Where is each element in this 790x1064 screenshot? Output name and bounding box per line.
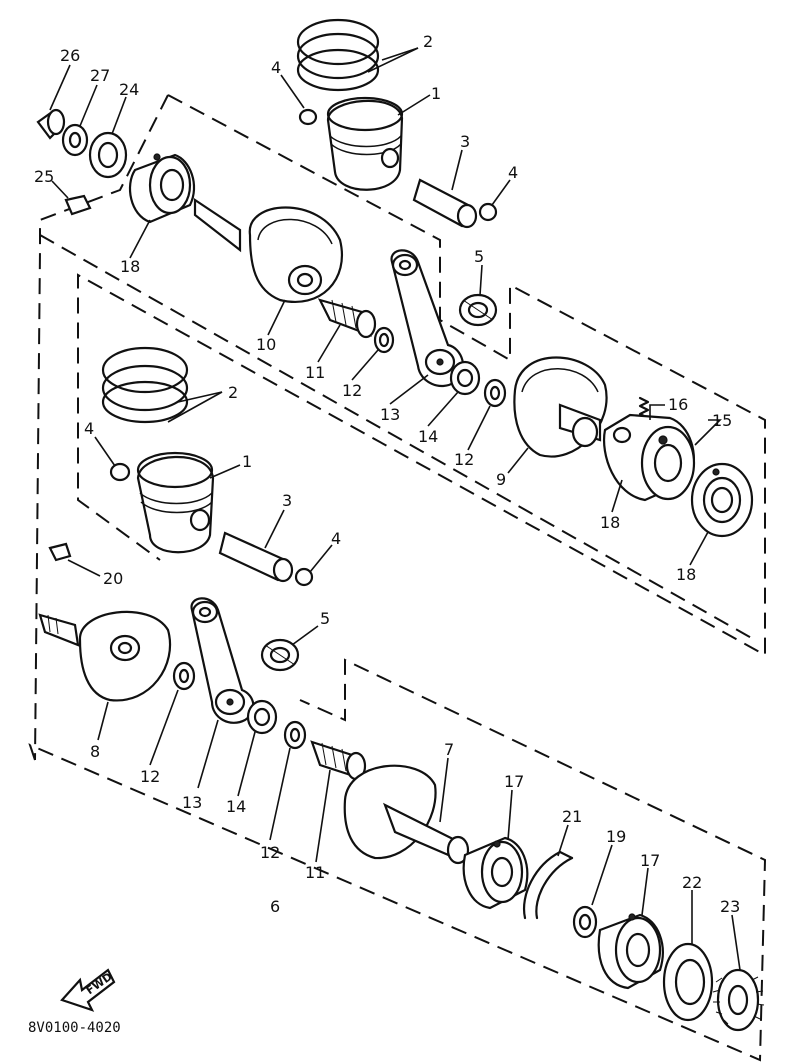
- diagram-code: 8V0100-4020: [28, 1020, 121, 1036]
- callout-12: 12: [342, 381, 362, 400]
- washer-27: [61, 123, 89, 157]
- callout-12: 12: [260, 843, 280, 862]
- callout-24: 24: [119, 80, 139, 99]
- callout-16: 16: [668, 395, 688, 414]
- callout-21: 21: [562, 807, 582, 826]
- washer-19: [572, 905, 598, 939]
- upper-assembly-boundary: [77, 94, 766, 657]
- callout-4: 4: [508, 163, 518, 182]
- callout-20: 20: [103, 569, 123, 588]
- callout-14: 14: [226, 797, 246, 816]
- oil-seal-22: [662, 942, 714, 1022]
- callout-2: 2: [423, 32, 433, 51]
- callout-17: 17: [504, 772, 524, 791]
- piston-pin-lower: [218, 531, 294, 583]
- key-25: [64, 194, 92, 216]
- circlip-21: [522, 850, 574, 920]
- circlip-lower-left: [109, 462, 131, 482]
- washer-12-upper: [373, 326, 395, 354]
- piston-ring-upper: [296, 18, 380, 92]
- lower-assembly-boundary: [28, 658, 767, 1062]
- washer-12-upper-right: [483, 378, 507, 408]
- callout-18: 18: [120, 257, 140, 276]
- center-divider: [39, 234, 756, 641]
- callout-19: 19: [606, 827, 626, 846]
- callout-14: 14: [418, 427, 438, 446]
- callout-7: 7: [444, 740, 454, 759]
- callout-3: 3: [282, 491, 292, 510]
- needle-bearing-5-upper: [458, 293, 498, 327]
- callout-1: 1: [242, 452, 252, 471]
- needle-bearing-14-lower: [246, 699, 278, 735]
- callout-5: 5: [320, 609, 330, 628]
- forward-arrow-indicator: FWD: [60, 968, 116, 1012]
- piston-pin-upper: [412, 178, 478, 229]
- callout-3: 3: [460, 132, 470, 151]
- callout-22: 22: [682, 873, 702, 892]
- callout-12: 12: [454, 450, 474, 469]
- callout-26: 26: [60, 46, 80, 65]
- washer-12-lower-left: [172, 661, 196, 691]
- callout-9: 9: [496, 470, 506, 489]
- callout-6: 6: [270, 897, 280, 916]
- bearing-18-upper-left: [128, 153, 195, 224]
- callout-18: 18: [600, 513, 620, 532]
- crank-wheel-7: [343, 764, 470, 865]
- callout-13: 13: [182, 793, 202, 812]
- piston-ring-lower: [101, 346, 189, 424]
- bearing-15: [602, 413, 696, 502]
- assembly-boundaries: [28, 94, 767, 1062]
- callout-27: 27: [90, 66, 110, 85]
- leader-lines: [49, 47, 741, 971]
- callout-17: 17: [640, 851, 660, 870]
- gear-23: [712, 968, 765, 1032]
- callout-25: 25: [34, 167, 54, 186]
- needle-bearing-5-lower: [260, 638, 300, 672]
- crank-wheel-9: [513, 356, 608, 458]
- crank-wheel-8: [38, 610, 172, 702]
- circlip-upper-left: [298, 108, 318, 126]
- callout-4: 4: [84, 419, 94, 438]
- callout-18: 18: [676, 565, 696, 584]
- crank-wheel-10: [193, 197, 343, 303]
- oil-seal-26: [36, 108, 66, 140]
- callout-10: 10: [256, 335, 276, 354]
- callout-2: 2: [228, 383, 238, 402]
- connecting-rod-13-upper: [390, 249, 465, 388]
- callout-11: 11: [305, 363, 325, 382]
- callout-numbers: 2 1 4 26 27 24 25 3 4 18 5 10 11 12 13 1…: [34, 32, 740, 916]
- circlip-upper-right: [478, 202, 498, 222]
- callout-1: 1: [431, 84, 441, 103]
- callout-11: 11: [305, 863, 325, 882]
- piston-lower: [136, 451, 215, 554]
- needle-bearing-14-upper: [449, 360, 481, 396]
- spring-16: [638, 396, 650, 420]
- bearing-24: [88, 131, 128, 179]
- crank-pin-11-upper: [317, 298, 377, 339]
- callout-4: 4: [271, 58, 281, 77]
- callout-5: 5: [474, 247, 484, 266]
- crank-pin-11-lower: [310, 740, 367, 781]
- connecting-rod-13-lower: [190, 597, 255, 724]
- circlip-lower-right: [294, 567, 314, 587]
- bearing-17-lower-a: [462, 836, 529, 910]
- callout-23: 23: [720, 897, 740, 916]
- callout-15: 15: [712, 411, 732, 430]
- key-20: [48, 542, 72, 562]
- callout-12: 12: [140, 767, 160, 786]
- piston-upper: [326, 96, 404, 191]
- bearing-17-lower-b: [597, 913, 664, 990]
- callout-8: 8: [90, 742, 100, 761]
- washer-12-lower-center: [283, 720, 307, 750]
- callout-13: 13: [380, 405, 400, 424]
- bearing-18-right: [690, 462, 754, 538]
- callout-4: 4: [331, 529, 341, 548]
